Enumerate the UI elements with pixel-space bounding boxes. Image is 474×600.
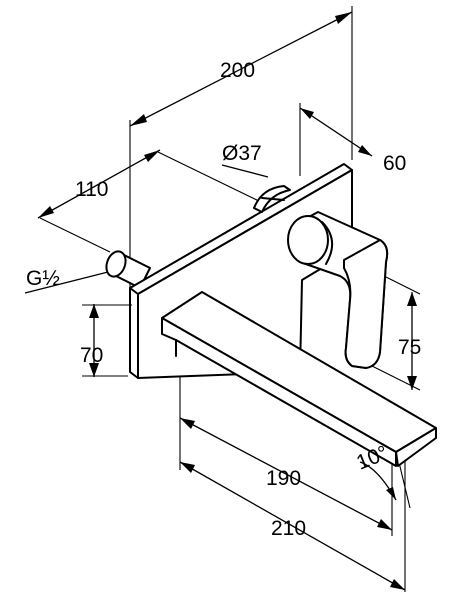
dim-label-200: 200 xyxy=(220,59,255,82)
arrow-190-left xyxy=(180,418,195,429)
ext-line-110-left xyxy=(39,217,111,253)
wall-plate-left-edge xyxy=(129,287,139,379)
dim-label-70: 70 xyxy=(80,344,103,367)
arrow-60-left xyxy=(300,108,314,119)
arrow-110-left xyxy=(38,206,54,218)
dim-label-diameter: Ø37 xyxy=(222,142,262,165)
arrow-10-end xyxy=(386,487,396,500)
dim-line-g12-leader xyxy=(24,271,109,294)
arrow-200-left xyxy=(130,114,147,126)
top-rosette xyxy=(253,185,291,213)
arrow-110-right xyxy=(144,150,160,162)
ext-line-110-right xyxy=(157,151,266,205)
lever-cap xyxy=(343,239,389,369)
arrow-75-bottom xyxy=(407,376,417,390)
top-rosette-line xyxy=(261,197,285,201)
lever-hub xyxy=(287,215,329,265)
dim-line-210 xyxy=(179,461,406,591)
arrow-210-left xyxy=(180,462,195,473)
spout-front xyxy=(161,317,397,467)
arrow-70-top xyxy=(89,304,99,318)
lever-hub-ring xyxy=(321,221,333,265)
dim-line-190 xyxy=(179,417,393,531)
dim-label-thread: G½ xyxy=(26,267,60,290)
dim-line-37 xyxy=(221,164,269,178)
arrow-190-right xyxy=(377,519,392,530)
dim-label-60: 60 xyxy=(383,152,406,175)
dim-line-60 xyxy=(299,107,373,157)
dim-label-190: 190 xyxy=(266,467,301,490)
dim-label-75: 75 xyxy=(398,336,421,359)
arrow-60-right xyxy=(358,145,372,156)
arrow-75-top xyxy=(407,292,417,306)
arrow-210-right xyxy=(390,579,405,590)
arrow-70-bottom xyxy=(89,363,99,377)
dim-line-200 xyxy=(129,11,353,127)
rear-connector-end xyxy=(105,250,127,278)
arrow-200-right xyxy=(335,12,352,24)
dim-label-110: 110 xyxy=(75,178,108,201)
dim-line-110 xyxy=(37,149,161,219)
spout-end xyxy=(395,427,437,467)
dim-label-210: 210 xyxy=(271,517,306,540)
